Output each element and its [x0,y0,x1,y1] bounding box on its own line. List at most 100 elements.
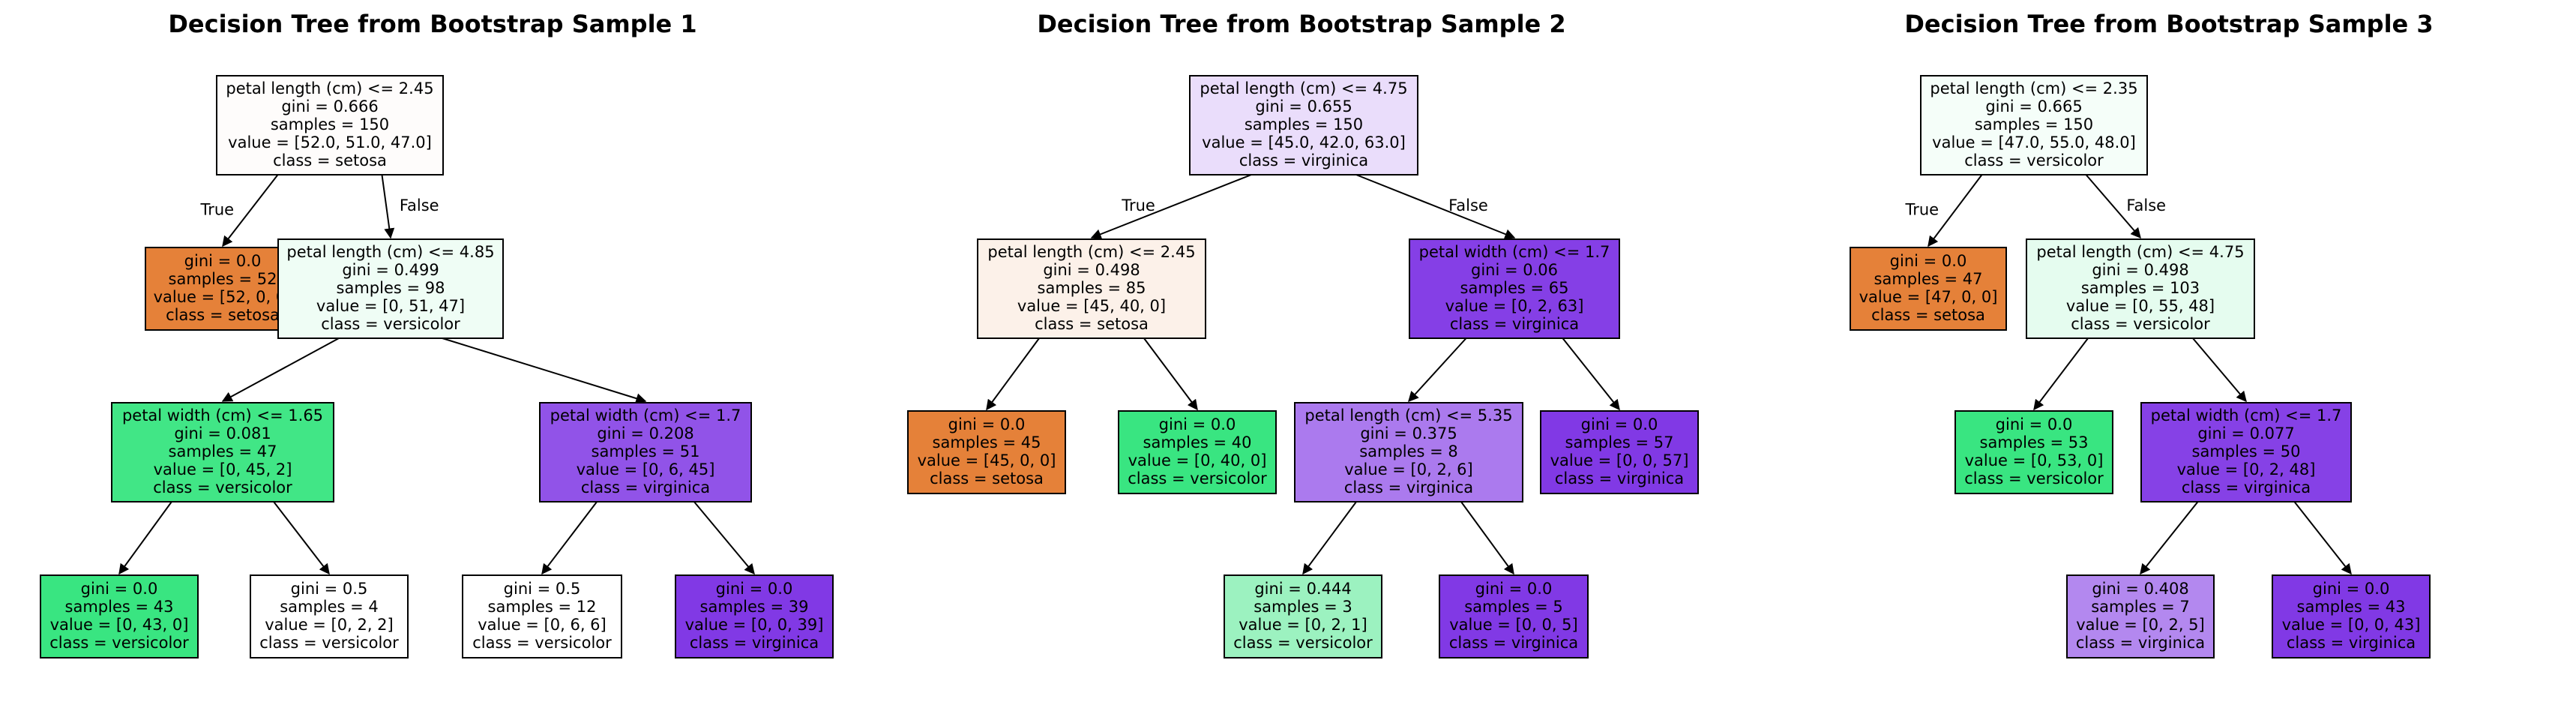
node-line: class = virginica [690,634,819,652]
node-line: class = virginica [1449,634,1578,652]
node-line: petal length (cm) <= 5.35 [1304,406,1512,424]
edge-n0-n2 [381,174,395,239]
node-line: petal length (cm) <= 2.45 [226,80,433,98]
node-line: samples = 12 [488,598,597,616]
node-line: samples = 43 [65,598,174,616]
edge-n4-n5 [2140,501,2199,575]
node-line: gini = 0.208 [597,424,693,442]
edge-n0-n2 [2085,174,2141,239]
node-line: class = versicolor [1233,634,1373,652]
node-box-versicolor [111,402,334,502]
node-line: samples = 103 [2081,279,2200,297]
node-line: petal length (cm) <= 2.45 [987,243,1195,261]
tree-panel-3: Decision Tree from Bootstrap Sample 3Tru… [1850,10,2434,658]
node-line: gini = 0.0 [1581,416,1658,434]
node-line: samples = 57 [1565,434,1674,452]
node-line: class = virginica [2287,634,2416,652]
node-line: samples = 5 [1464,598,1563,616]
node-line: gini = 0.375 [1360,424,1457,442]
node-line: value = [0, 51, 47] [316,297,465,315]
node-line: value = [0, 0, 57] [1550,452,1689,470]
node-box-virginica [2272,574,2431,658]
edge-n2-n6 [1562,338,1620,411]
node-line: gini = 0.0 [948,416,1026,434]
node-box-versicolor [277,238,504,339]
node-line: value = [0, 53, 0] [1965,452,2104,470]
node-line: class = versicolor [49,634,189,652]
node-line: petal length (cm) <= 4.75 [2036,243,2244,261]
node-box-versicolor [250,574,409,658]
edge-n0-n1 [1928,174,1983,248]
tree-panel-2: Decision Tree from Bootstrap Sample 2Tru… [907,10,1699,658]
node-line: class = virginica [1555,470,1684,488]
node-line: samples = 8 [1359,442,1458,460]
node-line: value = [45, 40, 0] [1017,297,1166,315]
edge-n1-n3 [986,338,1040,411]
node-box-setosa [145,247,301,331]
node-line: gini = 0.498 [1043,261,1140,279]
edge-n2-n4 [442,338,647,404]
node-line: value = [0, 45, 2] [154,460,292,478]
node-line: samples = 65 [1460,279,1569,297]
node-line: class = versicolor [2071,315,2210,333]
node-box-virginica [2140,402,2352,502]
edge-n0-n1 [1090,174,1252,239]
node-box-virginica [1540,410,1699,494]
node-line: gini = 0.0 [1996,416,2073,434]
node-line: value = [0, 55, 48] [2066,297,2215,315]
node-line: samples = 150 [1245,116,1363,134]
node-line: gini = 0.655 [1255,98,1352,116]
node-line: samples = 7 [2091,598,2190,616]
edge-n5-n7 [1302,501,1357,575]
node-line: class = virginica [2076,634,2205,652]
node-line: class = versicolor [1964,470,2104,488]
node-line: samples = 51 [592,442,700,460]
edge-n4-n6 [2293,501,2352,575]
node-line: petal length (cm) <= 2.35 [1930,80,2137,98]
panel-title: Decision Tree from Bootstrap Sample 1 [168,10,696,38]
node-line: gini = 0.666 [281,98,378,116]
node-line: value = [0, 0, 5] [1449,616,1577,634]
edge-label-true: True [199,201,234,219]
node-line: class = setosa [930,470,1044,488]
node-box-versicolor [462,574,622,658]
node-line: gini = 0.5 [291,580,368,598]
edge-n2-n5 [1408,338,1467,403]
node-line: value = [0, 2, 2] [265,616,393,634]
node-box-versicolor [1920,75,2148,176]
edge-n0-n1 [222,174,279,248]
node-line: samples = 150 [271,116,389,134]
node-line: samples = 4 [280,598,379,616]
node-box-versicolor [40,574,199,658]
node-line: gini = 0.0 [81,580,158,598]
node-line: gini = 0.081 [174,424,271,442]
node-line: samples = 45 [933,434,1041,452]
node-line: value = [47.0, 55.0, 48.0] [1932,134,2136,152]
node-line: class = virginica [1450,315,1579,333]
node-line: samples = 150 [1975,116,2093,134]
node-line: petal width (cm) <= 1.7 [2151,406,2342,424]
node-line: value = [0, 40, 0] [1128,452,1267,470]
node-line: gini = 0.077 [2197,424,2294,442]
node-line: gini = 0.498 [2092,261,2188,279]
edge-label-true: True [1904,201,1939,219]
node-line: gini = 0.0 [716,580,793,598]
node-line: gini = 0.0 [1159,416,1236,434]
node-line: class = versicolor [321,315,460,333]
node-line: value = [0, 6, 6] [478,616,606,634]
node-box-setosa [216,75,444,176]
edge-n2-n4 [2192,338,2247,403]
